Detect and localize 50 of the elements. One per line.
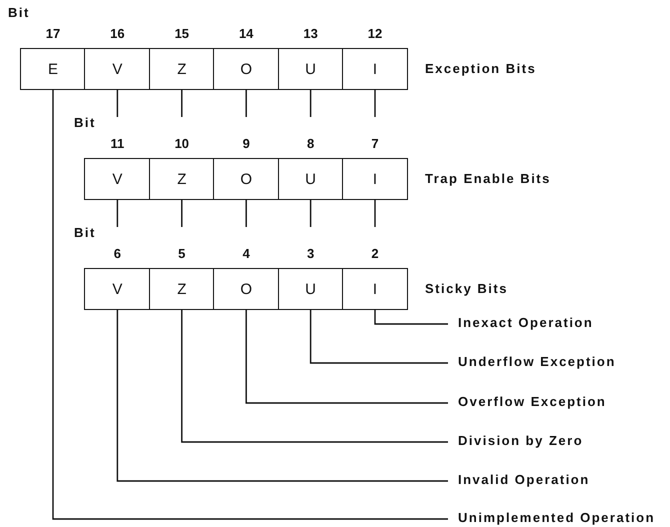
bit-description: Inexact Operation [458,315,594,331]
bit-number: 8 [306,136,316,151]
bit-description: Underflow Exception [458,354,616,370]
bit-description: Overflow Exception [458,394,606,410]
bit-heading: Bit [8,5,30,21]
bit-cell: Z [148,268,215,310]
bit-cell: O [213,48,280,90]
bit-number: 7 [370,136,380,151]
bit-number: 12 [366,26,384,41]
leader-line [116,310,448,482]
leader-line [181,310,448,443]
bit-cell: I [342,268,408,310]
bit-number: 13 [302,26,319,41]
bit-description: Division by Zero [458,433,584,449]
bit-cell: Z [148,158,215,200]
bit-cell: O [213,158,280,200]
bit-number: 15 [174,26,190,41]
bit-cell: V [84,158,150,200]
bit-number: 6 [112,246,122,261]
bit-number: 5 [177,246,186,261]
bit-number: 10 [174,136,190,151]
bit-cell: O [213,268,280,310]
bit-cell: E [20,48,86,90]
bit-cell: U [278,268,344,310]
leader-line [52,90,448,520]
bit-cell: Z [148,48,215,90]
bit-number: 2 [370,246,380,261]
bit-number: 14 [238,26,254,41]
bit-cell: U [278,48,344,90]
bit-cell: V [84,48,150,90]
bit-heading: Bit [74,115,96,131]
bit-cell: I [342,48,408,90]
bit-description: Unimplemented Operation [458,510,656,526]
bit-cell: U [278,158,344,200]
bit-number: 16 [109,26,126,41]
leader-line [374,310,448,325]
bit-number: 3 [306,246,316,261]
bit-cell: I [342,158,408,200]
bit-heading: Bit [74,225,96,241]
bit-number: 9 [242,136,251,151]
register-name: Sticky Bits [425,281,508,297]
bit-number: 17 [44,26,62,41]
bit-cell: V [84,268,150,310]
bit-description: Invalid Operation [458,472,590,488]
leader-line [246,310,448,404]
bit-number: 4 [242,246,251,261]
bit-number: 11 [110,136,126,151]
leader-line [310,310,448,364]
register-name: Exception Bits [425,61,536,77]
register-name: Trap Enable Bits [425,171,551,187]
